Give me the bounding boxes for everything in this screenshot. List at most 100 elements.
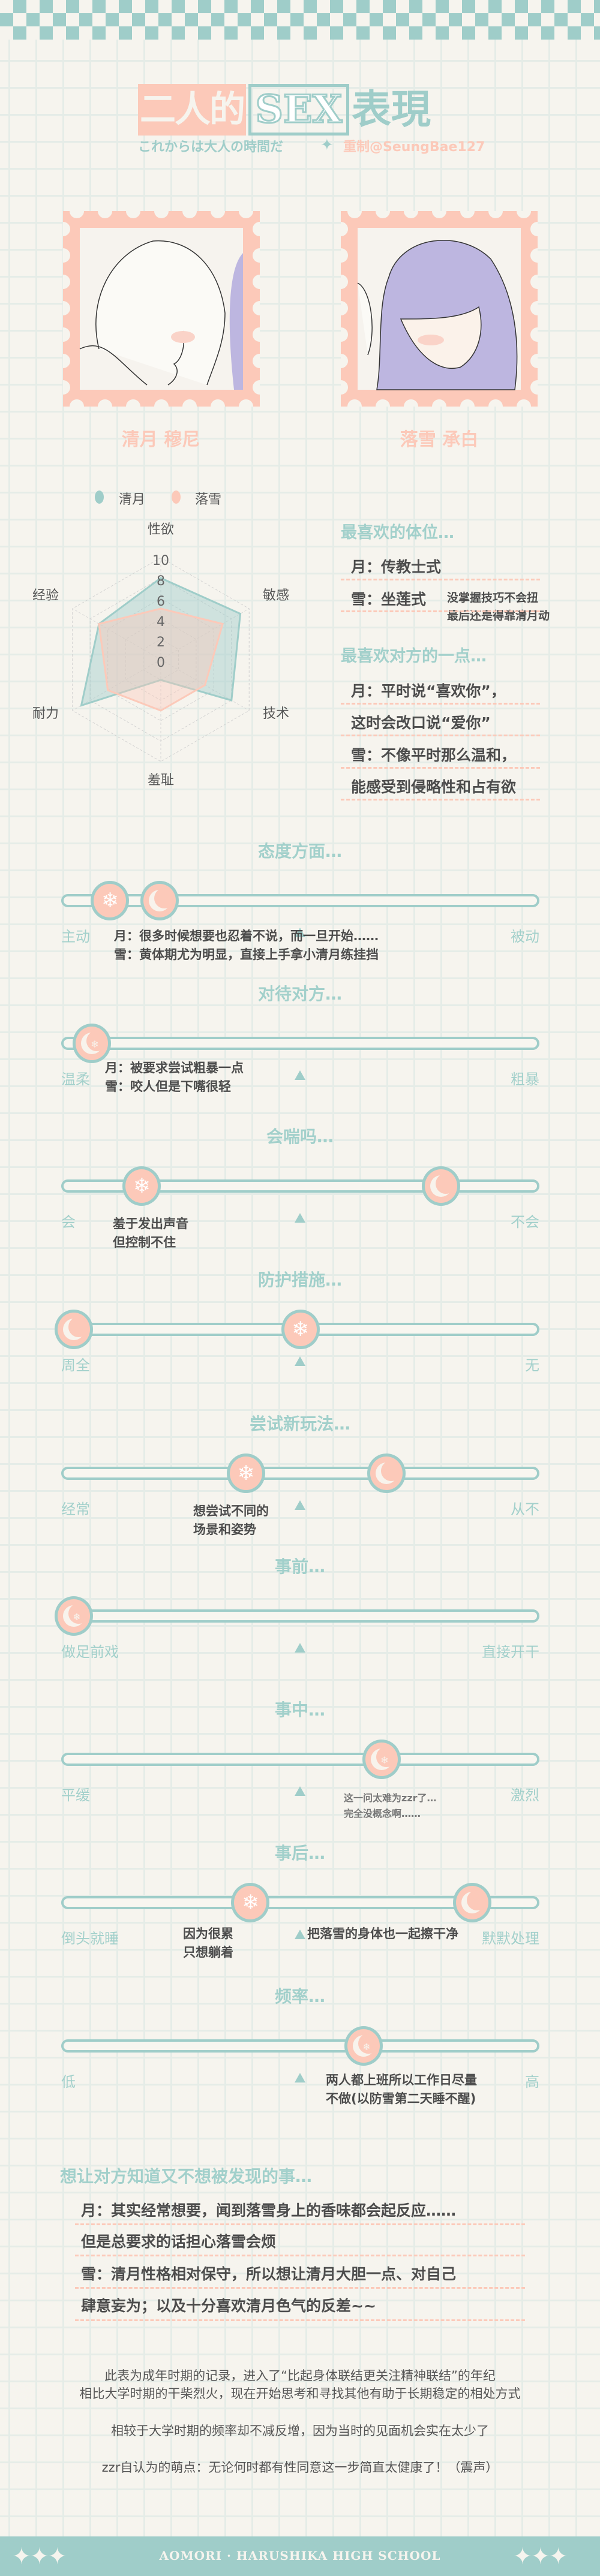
slider-title: 防护措施…	[257, 1270, 342, 1290]
slider-note: 月：被要求尝试粗暴一点	[105, 1061, 244, 1075]
slider-track[interactable]	[61, 1037, 539, 1050]
dashed-divider	[341, 703, 540, 705]
slider-right-label: 激烈	[511, 1787, 539, 1804]
center-marker-icon	[295, 1500, 305, 1510]
slider-note: 雪：黄体期尤为明显，直接上手拿小清月练挂挡	[114, 947, 379, 962]
both-moon-snowflake-handle[interactable]: ❄	[73, 1024, 112, 1063]
slider-right-label: 被动	[511, 928, 539, 945]
slider-title: 态度方面…	[257, 841, 342, 861]
slider-title: 事后…	[274, 1843, 325, 1863]
both-moon-snowflake-handle[interactable]: ❄	[362, 1740, 401, 1779]
snowflake-icon: ❄	[292, 1317, 309, 1341]
slider-track[interactable]	[61, 1179, 539, 1193]
favorite-position-line: 月：传教士式	[351, 558, 442, 576]
qingyue-moon-handle[interactable]	[140, 881, 179, 920]
center-marker-icon	[295, 1930, 305, 1939]
dashed-divider	[341, 767, 540, 769]
secret-line: 月：其实经常想要，闻到落雪身上的香味都会起反应……	[81, 2202, 457, 2219]
slider-left-label: 低	[61, 2074, 76, 2090]
luoxue-snowflake-handle[interactable]: ❄	[91, 881, 130, 920]
slider-note: 两人都上班所以工作日尽量	[326, 2073, 477, 2087]
both-moon-snowflake-handle[interactable]: ❄	[55, 1596, 93, 1636]
svg-text:❄: ❄	[73, 1611, 80, 1623]
qingyue-moon-handle[interactable]	[421, 1166, 460, 1206]
svg-text:❄: ❄	[381, 1755, 389, 1766]
sparkle-icons-left: ✦✦✦	[12, 2543, 67, 2569]
favorite-point-heading: 最喜欢对方的一点…	[341, 647, 487, 666]
credit: 重制@SeungBae127	[343, 140, 485, 155]
slider-note: 只想躺着	[183, 1945, 233, 1960]
luoxue-snowflake-handle[interactable]: ❄	[281, 1310, 320, 1349]
slider-left-label: 平缓	[61, 1787, 90, 1804]
slider-note: 不做(以防雪第二天睡不醒)	[326, 2092, 476, 2106]
snowflake-icon: ❄	[242, 1891, 259, 1915]
slider-note: 完全没概念啊……	[344, 1808, 421, 1819]
checker-banner	[0, 0, 600, 40]
qingyue-moon-handle[interactable]	[367, 1453, 406, 1493]
center-marker-icon	[295, 928, 305, 937]
qingyue-moon-handle[interactable]	[453, 1883, 492, 1922]
slider-note: 因为很累	[183, 1927, 233, 1941]
sparkle-icon: ✦	[320, 136, 334, 154]
favorite-position-note: 没掌握技巧不会扭	[447, 591, 539, 604]
radar-axis-label: 性欲	[148, 522, 174, 537]
slider-right-label: 从不	[511, 1501, 539, 1518]
center-marker-icon	[295, 2073, 305, 2083]
luoxue-snowflake-handle[interactable]: ❄	[231, 1883, 270, 1922]
character-portrait-stamp-luoxue	[341, 211, 538, 407]
moon-icon	[61, 1316, 87, 1343]
slider-title: 会喘吗…	[266, 1127, 334, 1146]
favorite-point-line: 能感受到侵略性和占有欲	[351, 778, 517, 796]
slider-left-label: 会	[61, 1214, 76, 1230]
slider-left-label: 周全	[61, 1357, 90, 1374]
favorite-point-line: 月：平时说“喜欢你”，	[351, 682, 506, 700]
secret-heading: 想让对方知道又不想被发现的事…	[60, 2166, 313, 2186]
radar-axis-line	[72, 608, 161, 660]
slider-title: 频率…	[274, 1987, 325, 2006]
radar-axis-label: 技术	[263, 706, 289, 721]
slider-right-label: 粗暴	[511, 1071, 539, 1088]
slider-track[interactable]	[61, 1896, 539, 1909]
moon-icon	[146, 887, 173, 914]
center-marker-icon	[295, 1643, 305, 1653]
center-marker-icon	[295, 1786, 305, 1796]
favorite-point-line: 雪：不像平时那么温和，	[351, 747, 517, 764]
slider-track[interactable]	[61, 2039, 539, 2053]
dashed-divider	[75, 2255, 525, 2256]
svg-text:❄: ❄	[91, 1039, 98, 1050]
sparkle-icons-right: ✦✦✦	[513, 2543, 568, 2569]
slider-left-label: 做足前戏	[61, 1644, 119, 1660]
radar-tick-label: 2	[157, 635, 165, 650]
moon-snowflake-icon: ❄	[79, 1030, 106, 1057]
slider-track[interactable]	[61, 894, 539, 907]
slider-note: 把落雪的身体也一起擦干净	[307, 1927, 458, 1941]
character-name: 清月 穆尼	[121, 429, 200, 450]
qingyue-moon-handle[interactable]	[55, 1310, 93, 1349]
footer-band	[0, 2536, 600, 2576]
radar-axis-label: 羞耻	[148, 773, 174, 788]
luoxue-snowflake-handle[interactable]: ❄	[226, 1453, 265, 1493]
moon-snowflake-icon: ❄	[350, 2033, 377, 2059]
title-part2: SEX	[248, 84, 349, 136]
footnote: zzr自认为的萌点：无论何时都有性同意这一步简直太健康了！（震声）	[101, 2460, 499, 2475]
luoxue-snowflake-handle[interactable]: ❄	[122, 1166, 161, 1206]
character-name: 落雪 承白	[400, 429, 479, 450]
radar-axis-label: 敏感	[263, 588, 289, 603]
slider-track[interactable]	[61, 1467, 539, 1480]
center-marker-icon	[295, 1070, 305, 1080]
legend-swatch-qingyue	[95, 490, 104, 504]
title-part3: 表現	[352, 86, 431, 133]
footer-school: AOMORI · HARUSHIKA HIGH SCHOOL	[159, 2548, 441, 2563]
dashed-divider	[341, 735, 540, 736]
svg-text:❄: ❄	[362, 2041, 370, 2053]
moon-snowflake-icon: ❄	[61, 1603, 87, 1629]
slider-track[interactable]	[61, 1753, 539, 1766]
portrait-illustration	[357, 240, 518, 390]
both-moon-snowflake-handle[interactable]: ❄	[344, 2026, 383, 2066]
moon-icon	[428, 1173, 454, 1199]
portrait-illustration	[79, 240, 243, 390]
radar-axis-label: 耐力	[32, 706, 59, 721]
footnote: 相较于大学时期的频率却不减反增，因为当时的见面机会实在太少了	[111, 2424, 489, 2438]
slider-track[interactable]	[61, 1609, 539, 1623]
subtitle: これからは大人の時間だ	[138, 140, 284, 155]
